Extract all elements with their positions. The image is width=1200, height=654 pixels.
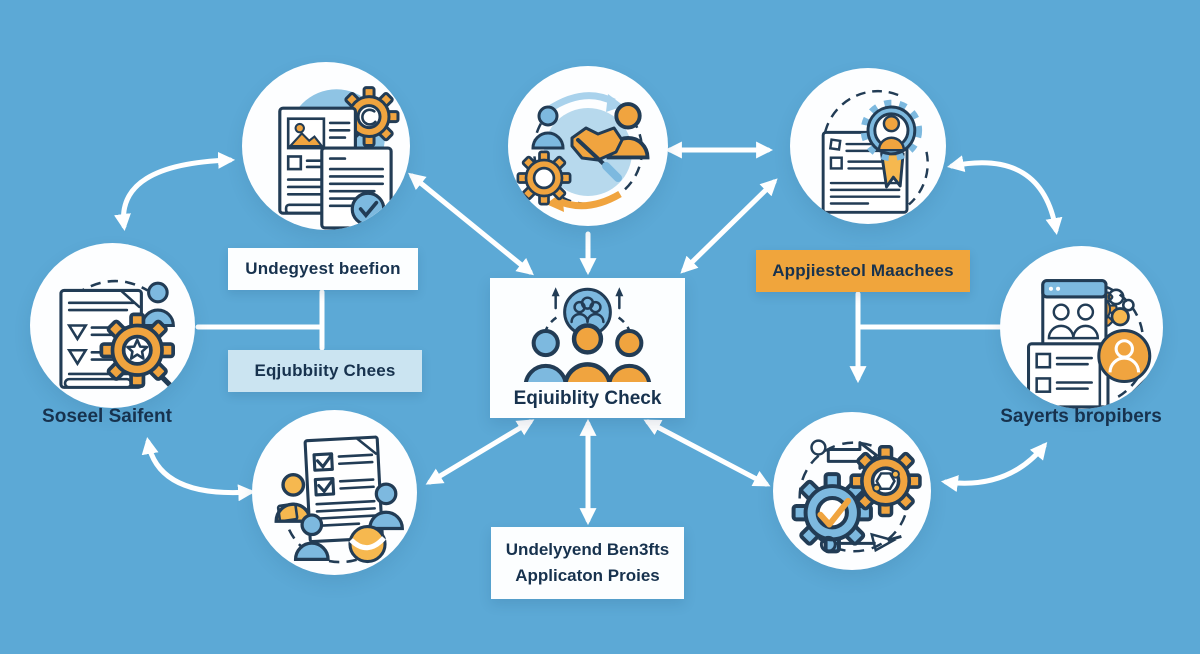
label-box-undegyest: Undegyest beefion [228,248,418,290]
label-box-appjiesteol-text: Appjiesteol Maachees [772,261,954,280]
node-candidate-review [790,68,946,224]
node-application-form [252,410,417,575]
bottom-process-line1: Undelyyend Ben3fts [505,539,670,559]
profiles-browser-match-icon [1026,279,1162,409]
arrow-left-bottomleft [141,436,256,502]
node-process-cycle [508,66,668,226]
label-box-undegyest-text: Undegyest beefion [245,259,401,278]
arrow-center-bottomright [643,419,771,487]
side-label-left: Soseel Saifent [42,406,172,427]
arrow-center-topright [680,178,778,274]
node-profile-matching [1000,246,1163,409]
documents-approval-gear-icon [278,86,400,230]
arrow-topleft-center [408,172,534,276]
node-automated-processing [773,412,931,570]
people-process-cycle-icon [516,92,650,212]
label-box-eqjubbity-text: Eqjubbiity Chees [254,361,396,380]
label-box-eqjubbity: Eqjubbiity Chees [228,350,422,392]
node-documents-approval [242,62,410,230]
node-checklist-rating [30,243,195,408]
checklist-star-gear-icon [59,279,175,389]
arrow-bottomright-right [940,442,1048,492]
eligibility-people-icon [493,287,682,382]
arrow-center-bottomleft [425,419,535,485]
label-box-appjiesteol: Appjiesteol Maachees [756,250,970,292]
center-node-label: Eqiuiblity Check [513,388,662,409]
center-node: Eqiuiblity Check [490,278,685,418]
document-candidate-badge-icon [821,89,929,214]
arrow-left-topleft [114,151,236,232]
gears-check-molecule-icon [791,439,922,554]
arrow-topright-right [946,155,1063,236]
application-form-people-icon [274,435,404,564]
side-label-right: Sayerts bropibers [1000,406,1162,427]
bottom-process-box: Undelyyend Ben3fts Applicaton Proies [491,527,684,599]
bottom-process-line2: Applicaton Proies [515,566,660,585]
